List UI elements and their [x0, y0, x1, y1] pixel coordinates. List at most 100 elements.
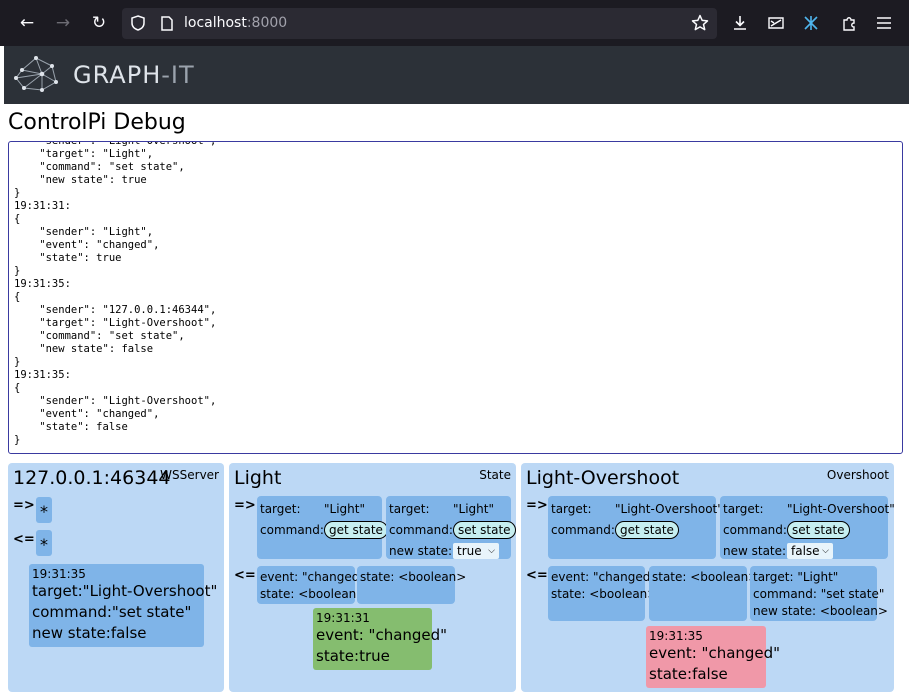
- send-arrow: =>: [234, 498, 256, 513]
- target-value: "Light-Overshoot": [82, 582, 218, 600]
- get-state-button[interactable]: get state: [324, 521, 388, 539]
- chevron-down-icon: ⌵: [822, 546, 829, 556]
- state-value: false: [692, 665, 728, 683]
- card-title: Light: [234, 467, 282, 489]
- card-type: Overshoot: [826, 468, 889, 482]
- command-template-get: target: "Light-Overshoot" command:get sta…: [548, 496, 723, 559]
- event-spec: event: "changed": [551, 570, 656, 584]
- message-time: 19:31:31: [316, 611, 370, 625]
- command-template-set: target: "Light" command:set state new sta…: [386, 496, 516, 559]
- state-spec: state: <boolean>: [652, 570, 759, 584]
- back-icon[interactable]: ←: [19, 13, 35, 33]
- url-bar[interactable]: localhost:8000: [122, 8, 717, 39]
- log-text: "sender": "Light-Overshoot", "target": "…: [14, 141, 217, 446]
- command-label: command:: [32, 603, 112, 621]
- command-value: "set state": [111, 603, 192, 621]
- download-icon[interactable]: [726, 9, 754, 37]
- target-label: target:: [260, 502, 301, 516]
- card-light: Light State => target: "Light" command:ge…: [229, 463, 516, 692]
- target-label: target:: [389, 502, 430, 516]
- newstate-label: new state:: [723, 544, 787, 558]
- newstate-spec: new state: <boolean>: [753, 604, 888, 618]
- page-icon[interactable]: [158, 14, 176, 32]
- newstate-value: true: [457, 544, 482, 558]
- devtools-icon[interactable]: [762, 9, 790, 37]
- newstate-label: new state:: [32, 624, 111, 642]
- message-log[interactable]: "sender": "Light-Overshoot", "target": "…: [8, 141, 903, 454]
- target-value: "Light-Overshoot": [787, 502, 895, 516]
- set-state-button[interactable]: set state: [453, 521, 516, 539]
- browser-toolbar: ← → ↻ localhost:8000: [0, 0, 909, 46]
- send-wildcard[interactable]: *: [36, 497, 52, 523]
- chevron-down-icon: ⌵: [488, 546, 495, 556]
- target-label: target:: [723, 502, 764, 516]
- url-port: :8000: [246, 15, 288, 31]
- recv-arrow: <=: [234, 568, 256, 583]
- brand-name: GRAPH-IT: [73, 61, 195, 89]
- set-state-button[interactable]: set state: [787, 521, 850, 539]
- state-label: state:: [649, 665, 693, 683]
- forward-icon[interactable]: →: [55, 13, 71, 33]
- state-spec: state: <boolean>: [360, 570, 467, 584]
- send-arrow: =>: [13, 498, 35, 513]
- card-type: State: [479, 468, 511, 482]
- shield-icon[interactable]: [129, 14, 147, 32]
- command-template-get: target: "Light" command:get state: [257, 496, 388, 559]
- send-arrow: =>: [526, 498, 548, 513]
- app-header: GRAPH-IT: [4, 46, 909, 104]
- receive-template-changed: event: "changed" state: <boolean>: [548, 566, 658, 621]
- event-spec: event: "changed": [260, 570, 365, 584]
- receive-template-command: target: "Light" command: "set state" new…: [750, 566, 888, 621]
- state-spec: state: <boolean>: [260, 587, 367, 601]
- command-label: command:: [260, 523, 324, 537]
- command-template-set: target: "Light-Overshoot" command:set sta…: [720, 496, 895, 559]
- menu-icon[interactable]: [870, 9, 898, 37]
- get-state-button[interactable]: get state: [615, 521, 679, 539]
- target-label: target:: [32, 582, 83, 600]
- command-label: command:: [389, 523, 453, 537]
- newstate-label: new state:: [389, 544, 453, 558]
- command-spec: command: "set state": [753, 587, 885, 601]
- message-box: 19:31:35 event: "changed" state:false: [646, 626, 781, 688]
- message-time: 19:31:35: [649, 629, 703, 643]
- puzzle-icon[interactable]: [835, 9, 863, 37]
- target-label: target:: [551, 502, 592, 516]
- page-title: ControlPi Debug: [8, 110, 186, 135]
- url-text[interactable]: localhost:8000: [184, 15, 287, 31]
- card-light-overshoot: Light-Overshoot Overshoot => target:"Lig…: [521, 463, 895, 692]
- url-host: localhost: [184, 15, 247, 31]
- target-value: "Light-Overshoot": [615, 502, 723, 516]
- command-label: command:: [723, 523, 787, 537]
- card-title: 127.0.0.1:46344: [13, 467, 171, 489]
- event-value: event: "changed": [316, 626, 448, 644]
- brand-suffix: -IT: [161, 61, 195, 89]
- star-icon[interactable]: [691, 14, 709, 32]
- recv-arrow: <=: [13, 532, 35, 547]
- card-type: WSServer: [160, 468, 219, 482]
- receive-template-changed: event: "changed" state: <boolean>: [257, 566, 367, 604]
- newstate-select[interactable]: false⌵: [787, 543, 833, 559]
- card-title: Light-Overshoot: [526, 467, 680, 489]
- recv-arrow: <=: [526, 568, 548, 583]
- newstate-select[interactable]: true ⌵: [453, 543, 499, 559]
- receive-template-state: state: <boolean>: [649, 566, 759, 621]
- extension-icon[interactable]: [797, 9, 825, 37]
- message-time: 19:31:35: [32, 567, 86, 581]
- message-box: 19:31:31 event: "changed" state:true: [313, 608, 448, 670]
- card-wsserver: 127.0.0.1:46344 WSServer => * <= * 19:31…: [8, 463, 224, 692]
- target-value: "Light": [324, 502, 365, 516]
- reload-icon[interactable]: ↻: [91, 13, 107, 33]
- state-value: true: [359, 647, 390, 665]
- target-value: "Light": [453, 502, 494, 516]
- message-box: 19:31:35 target:"Light-Overshoot" comman…: [29, 564, 217, 647]
- newstate-value: false: [791, 544, 820, 558]
- graph-logo-icon: [14, 56, 58, 92]
- recv-wildcard[interactable]: *: [36, 530, 52, 556]
- event-value: event: "changed": [649, 644, 781, 662]
- state-spec: state: <boolean>: [551, 587, 658, 601]
- target-spec: target: "Light": [753, 570, 839, 584]
- brand-main: GRAPH: [73, 61, 162, 89]
- command-label: command:: [551, 523, 615, 537]
- receive-template-state: state: <boolean>: [357, 566, 467, 604]
- newstate-value: false: [110, 624, 147, 642]
